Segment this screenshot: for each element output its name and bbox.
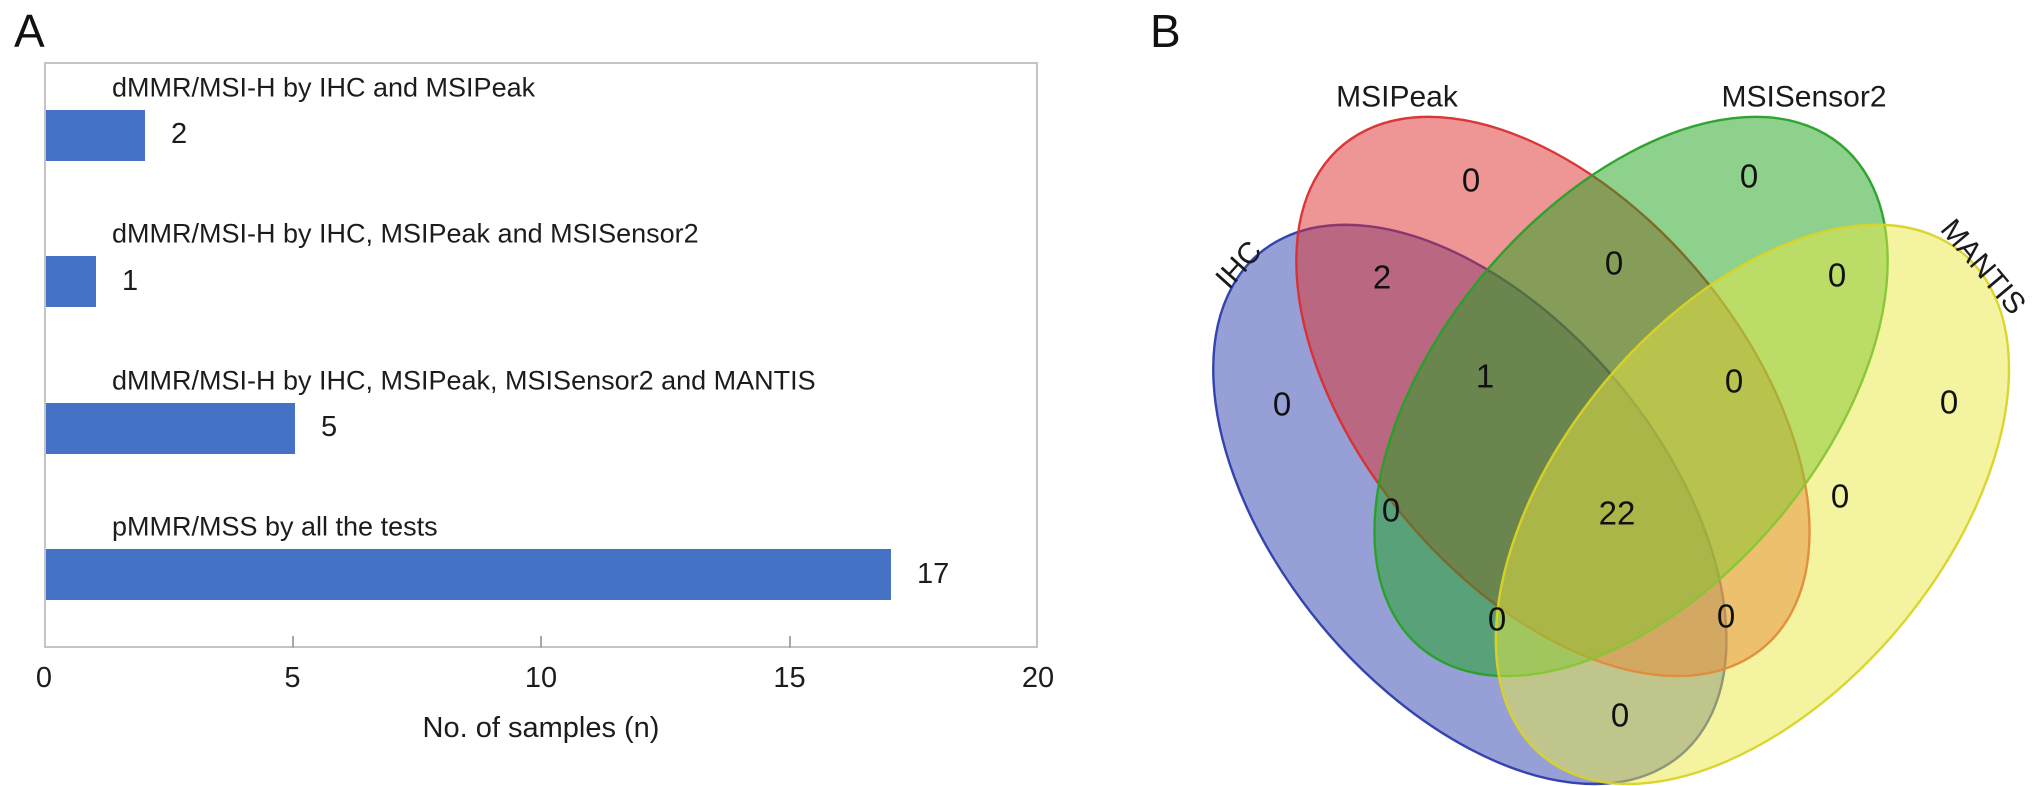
x-axis-tick-label: 15 xyxy=(773,662,806,694)
bar-category-label: dMMR/MSI-H by IHC, MSIPeak, MSISensor2 a… xyxy=(112,365,816,396)
venn-region-count-ihc-msisensor2-mantis: 0 xyxy=(1488,601,1506,638)
venn-region-count-ihc-msipeak-msisensor2: 1 xyxy=(1476,358,1494,395)
venn-set-label-msipeak: MSIPeak xyxy=(1336,81,1459,114)
venn-region-count-msisensor2-mantis: 0 xyxy=(1828,257,1846,294)
bar-value-label: 17 xyxy=(917,557,950,590)
bar-value-label: 5 xyxy=(321,411,338,444)
bar-segment xyxy=(46,109,145,161)
bar-category-label: pMMR/MSS by all the tests xyxy=(112,511,438,542)
venn-region-count-msipeak-mantis: 0 xyxy=(1831,478,1849,515)
venn-region-count-ihc-msipeak: 2 xyxy=(1373,259,1391,296)
bar-segment xyxy=(46,256,96,308)
venn-region-count-ihc-msipeak-msisensor2-mantis: 22 xyxy=(1599,495,1636,532)
x-axis-tick-label: 10 xyxy=(524,662,558,694)
panel-a-label: A xyxy=(14,5,45,57)
x-axis-title: No. of samples (n) xyxy=(422,712,660,744)
bar-category-label: dMMR/MSI-H by IHC and MSIPeak xyxy=(112,72,536,103)
venn-region-count-ihc-mantis: 0 xyxy=(1611,697,1629,734)
venn-ellipse-group xyxy=(1136,50,2032,786)
bar-value-label: 1 xyxy=(122,264,139,297)
bar-category-label: dMMR/MSI-H by IHC, MSIPeak and MSISensor… xyxy=(112,218,699,249)
venn-region-count-msipeak-msisensor2: 0 xyxy=(1605,245,1623,282)
venn-region-count-msisensor2: 0 xyxy=(1740,158,1758,195)
venn-region-count-ihc-msipeak-mantis: 0 xyxy=(1717,598,1735,635)
venn-region-count-msipeak: 0 xyxy=(1462,162,1480,199)
venn-region-count-ihc: 0 xyxy=(1273,386,1291,423)
x-axis-tick-label: 5 xyxy=(284,662,301,694)
venn-ellipse-mantis xyxy=(1419,111,2032,786)
venn-region-count-msipeak-msisensor2-mantis: 0 xyxy=(1725,363,1743,400)
x-axis-tick xyxy=(540,636,542,648)
panel-b-label: B xyxy=(1150,5,1181,57)
x-axis-tick-label: 20 xyxy=(1021,662,1055,694)
x-axis-tick xyxy=(788,636,791,648)
bar-segment xyxy=(46,402,295,454)
venn-region-count-ihc-msisensor2: 0 xyxy=(1382,492,1400,529)
bar-value-label: 2 xyxy=(171,118,188,151)
x-axis-tick xyxy=(291,636,294,648)
venn-region-count-mantis: 0 xyxy=(1940,384,1958,421)
venn-set-label-msisensor2: MSISensor2 xyxy=(1721,81,1886,114)
bar-segment xyxy=(46,549,891,601)
x-axis-tick-label: 0 xyxy=(35,662,53,694)
